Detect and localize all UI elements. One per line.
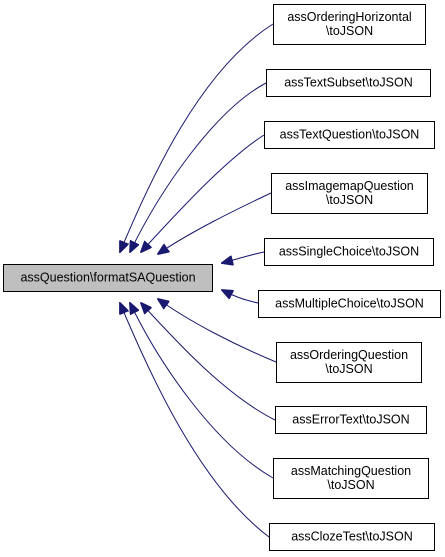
caller-node-2-label-line-1: assTextSubset\toJSON <box>284 76 413 90</box>
caller-node-4[interactable]: assImagemapQuestion\toJSON <box>271 173 428 214</box>
caller-node-7[interactable]: assOrderingQuestion\toJSON <box>276 342 422 383</box>
caller-node-1[interactable]: assOrderingHorizontal\toJSON <box>273 4 426 45</box>
caller-node-1-box <box>273 4 426 45</box>
caller-node-10[interactable]: assClozeTest\toJSON <box>269 523 435 551</box>
caller-node-9-label-line-1: assMatchingQuestion <box>291 464 411 478</box>
root-node-formatsaquestion[interactable]: assQuestion\formatSAQuestion <box>3 264 213 292</box>
call-edge-3 <box>141 134 265 252</box>
caller-node-4-label-line-2: \toJSON <box>326 193 373 207</box>
caller-node-3[interactable]: assTextQuestion\toJSON <box>264 121 435 149</box>
caller-node-9-label-line-2: \toJSON <box>327 478 374 492</box>
call-edge-4 <box>158 192 272 254</box>
caller-node-8[interactable]: assErrorText\toJSON <box>275 406 427 434</box>
nodes-group: assQuestion\formatSAQuestion assOrderingH… <box>3 4 441 551</box>
caller-node-6-label-line-1: assMultipleChoice\toJSON <box>275 297 424 311</box>
caller-node-2-box <box>266 69 431 97</box>
call-edge-8 <box>141 303 276 421</box>
root-node-formatsaquestion-label-line-1: assQuestion\formatSAQuestion <box>20 271 195 285</box>
caller-node-9-box <box>273 458 429 499</box>
caller-node-8-box <box>275 406 427 434</box>
caller-node-7-box <box>276 342 422 383</box>
caller-node-6-box <box>258 290 441 318</box>
caller-node-10-box <box>269 523 435 551</box>
edges-group <box>120 23 277 538</box>
caller-node-8-label-line-1: assErrorText\toJSON <box>292 413 409 427</box>
caller-node-5[interactable]: assSingleChoice\toJSON <box>264 238 434 266</box>
call-edge-1 <box>120 23 274 252</box>
call-edge-2 <box>130 82 267 252</box>
call-edge-10 <box>120 303 270 538</box>
call-edge-6 <box>222 290 259 304</box>
caller-node-1-label-line-2: \toJSON <box>326 24 373 38</box>
caller-node-6[interactable]: assMultipleChoice\toJSON <box>258 290 441 318</box>
caller-node-7-label-line-1: assOrderingQuestion <box>290 348 408 362</box>
root-node-formatsaquestion-box <box>3 264 213 292</box>
call-edge-5 <box>222 251 265 263</box>
call-edge-7 <box>158 299 277 363</box>
caller-node-5-label-line-1: assSingleChoice\toJSON <box>279 245 419 259</box>
caller-node-7-label-line-2: \toJSON <box>325 362 372 376</box>
call-edge-9 <box>130 303 274 479</box>
caller-node-2[interactable]: assTextSubset\toJSON <box>266 69 431 97</box>
caller-node-3-box <box>264 121 435 149</box>
caller-node-5-box <box>264 238 434 266</box>
caller-node-3-label-line-1: assTextQuestion\toJSON <box>280 128 420 142</box>
caller-node-9[interactable]: assMatchingQuestion\toJSON <box>273 458 429 499</box>
caller-node-4-box <box>271 173 428 214</box>
caller-node-10-label-line-1: assClozeTest\toJSON <box>291 530 413 544</box>
caller-node-4-label-line-1: assImagemapQuestion <box>285 179 414 193</box>
caller-node-1-label-line-1: assOrderingHorizontal <box>287 10 411 24</box>
